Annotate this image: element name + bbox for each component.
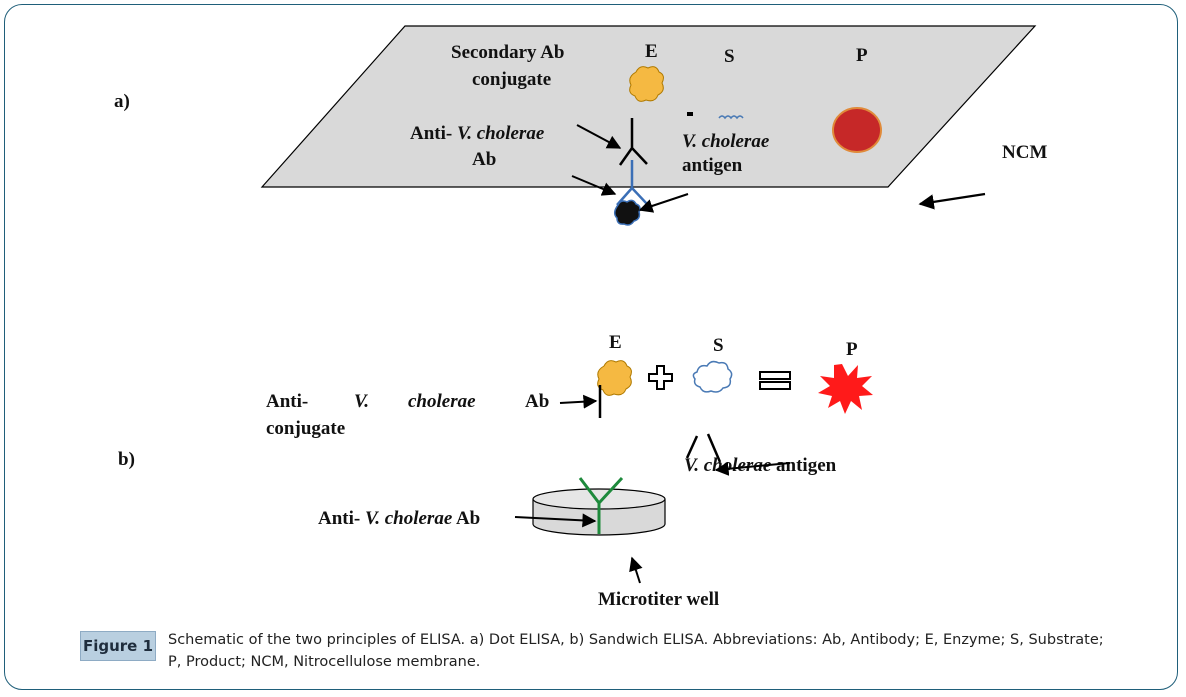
arrow-conjugate-b: [559, 394, 598, 409]
arrow-anti-ab-a: [576, 124, 622, 149]
secondary-ab-label-line2: conjugate: [472, 69, 551, 90]
conjugate-label-v: V.: [354, 391, 369, 412]
anti-ab-label-a: Anti- V. cholerae: [410, 123, 545, 144]
antigen-label-a: V. cholerae: [682, 131, 770, 152]
arrow-anti-ab-b: [514, 513, 597, 528]
product-circle-a: [832, 107, 882, 153]
figure-badge: Figure 1: [80, 631, 156, 661]
enzyme-blob-b: [597, 360, 632, 396]
arrow-antigen-b: [714, 461, 791, 476]
panel-a-marker: a): [114, 91, 130, 112]
figure-caption: Schematic of the two principles of ELISA…: [168, 632, 1104, 670]
enzyme-label-a: E: [645, 41, 658, 62]
arrow-to-antigen-a: [638, 193, 689, 213]
arrow-microtiter-well: [629, 556, 643, 584]
secondary-ab-label-line1: Secondary Ab: [451, 42, 565, 63]
equals-sign-bottom: [759, 381, 791, 390]
conjugate-label-cholerae: cholerae: [408, 391, 476, 412]
capture-antibody-b: [578, 476, 624, 534]
substrate-label-b: S: [713, 335, 724, 356]
plus-sign: [648, 365, 673, 390]
secondary-antibody-a: [618, 118, 648, 166]
substrate-wave-a: [718, 115, 744, 120]
product-star-b: [818, 364, 873, 414]
conjugate-label-anti: Anti-: [266, 391, 308, 412]
substrate-dash-a: [687, 112, 693, 116]
microtiter-well-label: Microtiter well: [598, 589, 719, 610]
antigen-v-b: [685, 433, 722, 463]
equals-sign-top: [759, 371, 791, 380]
substrate-label-a: S: [724, 46, 735, 67]
substrate-cloud-b: [692, 360, 733, 393]
product-label-a: P: [856, 45, 868, 66]
enzyme-blob-a: [629, 66, 664, 102]
product-label-b: P: [846, 339, 858, 360]
panel-b-marker: b): [118, 449, 135, 470]
arrow-to-antibody-a: [571, 175, 617, 196]
conjugate-label-word: conjugate: [266, 418, 345, 439]
antigen-blob-a: [614, 199, 641, 226]
anti-ab-label-a-ab: Ab: [472, 149, 496, 170]
ncm-label: NCM: [1002, 142, 1047, 163]
enzyme-label-b: E: [609, 332, 622, 353]
figure-frame: [4, 4, 1178, 690]
anti-ab-label-b: Anti- V. cholerae Ab: [318, 508, 480, 529]
antigen-label-a-word: antigen: [682, 155, 743, 176]
arrow-ncm: [918, 192, 986, 210]
conjugate-label-ab: Ab: [525, 391, 549, 412]
